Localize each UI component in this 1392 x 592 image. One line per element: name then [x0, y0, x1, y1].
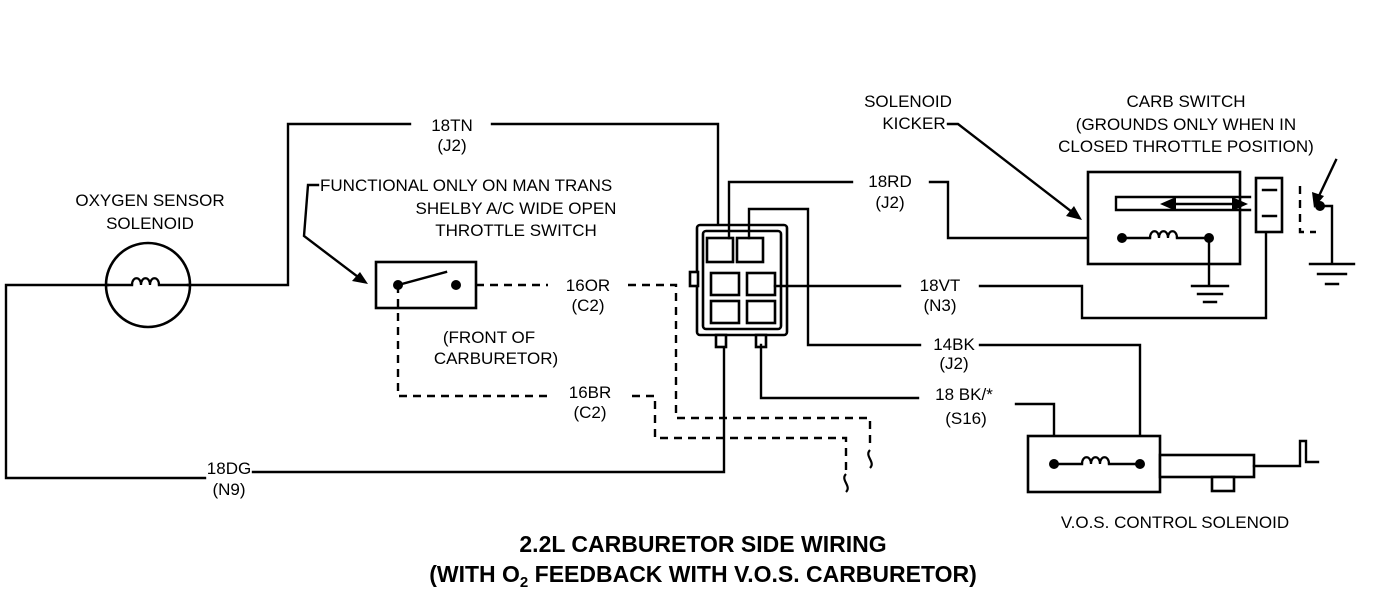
title-part-b: FEEDBACK WITH V.O.S. CARBURETOR)	[528, 561, 977, 587]
wire-18vt	[773, 228, 1268, 320]
solenoid-kicker-label-2: KICKER	[882, 114, 945, 133]
wire-18rd	[727, 180, 1124, 240]
wire-18vt-code: (N3)	[923, 296, 956, 315]
wire-14bk-label: 14BK	[933, 335, 975, 354]
wire-16br	[396, 285, 848, 470]
title-part-a: (WITH O	[429, 561, 520, 587]
wire-16br-label: 16BR	[569, 383, 612, 402]
wire-16or-label: 16OR	[566, 276, 610, 295]
wire-break-marks	[843, 449, 873, 493]
wire-18vt-label: 18VT	[920, 276, 961, 295]
solenoid-kicker	[1086, 170, 1252, 286]
front-of-carb-label-1: (FRONT OF	[443, 328, 535, 347]
functional-label-1: FUNCTIONAL ONLY ON MAN TRANS	[320, 176, 612, 195]
front-of-carb-label-2: CARBURETOR)	[434, 349, 558, 368]
functional-leader	[302, 183, 364, 282]
diagram-title-line-2: (WITH O2 FEEDBACK WITH V.O.S. CARBURETOR…	[429, 561, 977, 591]
wire-18bk-label: 18 BK/*	[935, 385, 993, 404]
wire-18dg-code: (N9)	[212, 480, 245, 499]
wire-18tn-label: 18TN	[431, 116, 473, 135]
carb-switch-label-3: CLOSED THROTTLE POSITION)	[1058, 137, 1314, 156]
wire-18rd-code: (J2)	[875, 193, 904, 212]
solenoid-kicker-label-1: SOLENOID	[864, 92, 952, 111]
oxygen-sensor-label-1: OXYGEN SENSOR	[75, 191, 224, 210]
title-subscript: 2	[520, 574, 528, 591]
six-way-connector	[688, 223, 789, 349]
functional-label-3: THROTTLE SWITCH	[435, 221, 597, 240]
carb-switch-label-2: (GROUNDS ONLY WHEN IN	[1076, 115, 1296, 134]
oxygen-sensor-solenoid	[104, 241, 192, 329]
wire-18bk	[759, 343, 1056, 466]
carb-switch	[1254, 176, 1334, 264]
wire-18tn-code: (J2)	[437, 136, 466, 155]
wire-14bk	[747, 207, 1142, 466]
kicker-ground	[1190, 284, 1230, 304]
vos-solenoid-label: V.O.S. CONTROL SOLENOID	[1061, 513, 1289, 532]
wire-18rd-label: 18RD	[868, 172, 911, 191]
vos-control-solenoid	[1026, 434, 1320, 494]
wire-18dg	[4, 283, 726, 480]
wot-switch	[374, 260, 478, 310]
diagram-title-line-1: 2.2L CARBURETOR SIDE WIRING	[519, 531, 886, 557]
wire-14bk-code: (J2)	[939, 354, 968, 373]
oxygen-sensor-label-2: SOLENOID	[106, 214, 194, 233]
wire-18bk-code: (S16)	[945, 409, 987, 428]
wire-18dg-label: 18DG	[207, 459, 251, 478]
wire-16br-code: (C2)	[573, 403, 606, 422]
carb-switch-label-1: CARB SWITCH	[1127, 92, 1246, 111]
wire-16or	[476, 283, 872, 446]
kicker-leader	[946, 122, 1074, 214]
carb-switch-ground	[1308, 262, 1356, 286]
wire-16or-code: (C2)	[571, 296, 604, 315]
wire-18tn	[186, 122, 720, 287]
carb-switch-leader	[1316, 158, 1338, 200]
functional-label-2: SHELBY A/C WIDE OPEN	[416, 199, 617, 218]
